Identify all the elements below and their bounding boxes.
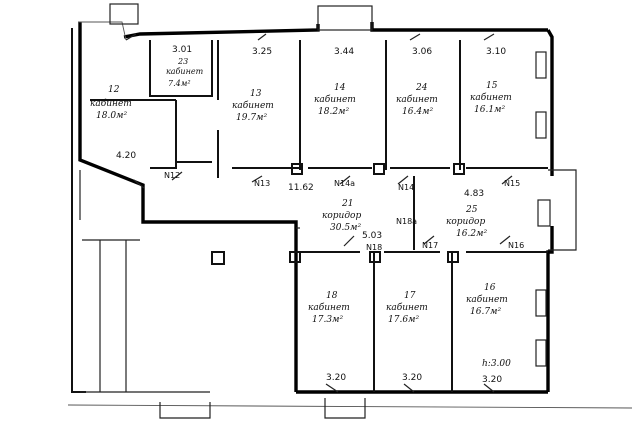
top-protrusions [109, 3, 577, 419]
room-number: 13 [250, 89, 262, 99]
room-area: 7.4м² [168, 79, 191, 88]
room-label-16: 16 кабинет 16.7м² [466, 283, 508, 317]
room-name: кабинет [308, 302, 350, 313]
room-label-25: 25 коридор 16.2м² [446, 205, 488, 239]
door-mark: N18a [396, 217, 417, 226]
room-number: 14 [334, 83, 346, 93]
room-area: 18.2м² [318, 107, 350, 117]
door-mark: N14a [334, 179, 355, 188]
room-name: кабинет [232, 100, 274, 111]
dimension-label: 5.03 [362, 231, 382, 241]
interior-walls-lower [296, 227, 548, 392]
room-area: 16.1м² [474, 105, 506, 115]
room-name: кабинет [90, 98, 132, 109]
dimension-label: 11.62 [288, 183, 314, 193]
room-number: 25 [465, 205, 478, 215]
room-label-12: 12 кабинет 18.0м² [90, 85, 132, 121]
room-area: 17.3м² [312, 315, 344, 325]
dimension-label: 3.20 [482, 375, 502, 385]
ceiling-height-label: h:3.00 [482, 359, 511, 369]
room-area: 16.7м² [470, 307, 502, 317]
room-name: кабинет [466, 294, 508, 305]
room-label-21: 21 коридор 30.5м² [322, 199, 362, 233]
room-area: 19.7м² [236, 113, 268, 123]
room-label-18: 18 кабинет 17.3м² [308, 291, 350, 325]
door-mark: N18 [366, 243, 382, 252]
door-mark: N12 [164, 171, 180, 180]
room-label-13: 13 кабинет 19.7м² [232, 89, 274, 123]
door-mark: N16 [508, 241, 524, 250]
room-name: кабинет [166, 67, 204, 76]
room-label-3-01: 3.01 23 кабинет 7.4м² [166, 45, 204, 88]
dimension-label: 3.10 [486, 47, 506, 57]
door-mark: N15 [504, 179, 520, 188]
room-label-24: 24 кабинет 16.4м² [396, 83, 438, 117]
room-label-17: 17 кабинет 17.6м² [386, 291, 428, 325]
dimension-label: 3.25 [252, 47, 272, 57]
dimension-label: 4.20 [116, 151, 136, 161]
room-number: 24 [415, 83, 428, 93]
room-label-15: 15 кабинет 16.1м² [470, 81, 512, 115]
door-mark: N14 [398, 183, 414, 192]
room-name: кабинет [470, 92, 512, 103]
room-name: коридор [322, 211, 361, 221]
dimension-label: 3.20 [326, 373, 346, 383]
door-marks: N12 N13 N14a N14 N15 N16 N17 N18 N18a [164, 171, 524, 252]
room-area: 16.4м² [402, 107, 434, 117]
door-mark: N13 [254, 179, 270, 188]
dimension-label: 3.06 [412, 47, 432, 57]
door-mark: N17 [422, 241, 438, 250]
dimension-label: 3.20 [402, 373, 422, 383]
left-wing [79, 170, 210, 393]
interior-walls-upper [90, 40, 548, 250]
room-number: 15 [486, 81, 498, 91]
room-name: коридор [446, 217, 485, 227]
dimension-label: 4.83 [464, 189, 484, 199]
room-number-alt: 23 [177, 57, 188, 66]
room-label-14: 14 кабинет 18.2м² [314, 83, 356, 117]
room-area: 17.6м² [388, 315, 420, 325]
room-number: 12 [108, 85, 120, 95]
room-number: 18 [326, 291, 338, 301]
room-number: 17 [404, 291, 416, 301]
room-name: кабинет [314, 94, 356, 105]
room-number: 3.01 [172, 45, 192, 55]
columns [211, 163, 465, 265]
room-name: кабинет [386, 302, 428, 313]
room-area: 30.5м² [330, 223, 362, 233]
door-swings [125, 33, 513, 393]
dimension-labels: 3.25 3.44 3.06 3.10 4.20 11.62 4.83 5.03… [116, 47, 511, 385]
room-area: 16.2м² [456, 229, 488, 239]
dimension-label: 3.44 [334, 47, 354, 57]
room-number: 16 [484, 283, 496, 293]
room-area: 18.0м² [96, 111, 128, 121]
room-number: 21 [341, 199, 353, 209]
room-name: кабинет [396, 94, 438, 105]
